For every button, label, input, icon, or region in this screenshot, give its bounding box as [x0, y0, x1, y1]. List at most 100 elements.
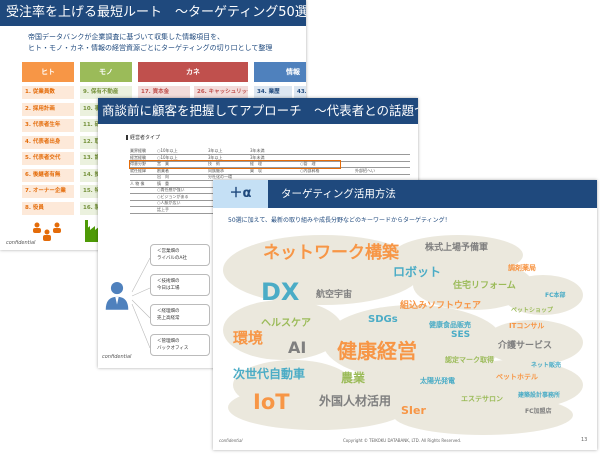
table-cell: ○責任感が強い: [157, 187, 185, 192]
copyright-text: Copyright © TEIKOKU DATABANK, LTD. All R…: [343, 438, 462, 443]
table-cell: 経営経験: [130, 154, 146, 160]
bubble-line: ＜技術畑の: [157, 279, 180, 284]
slide-targeting-usage[interactable]: ＋α ターゲティング活用方法 50選に加えて、最新の取り組みや成長分野などのキー…: [213, 180, 597, 450]
keyword-tag: 外国人材活用: [319, 394, 392, 408]
joho-item: 34. 業歴: [254, 86, 292, 99]
table-cell: 人 物 像: [130, 180, 145, 186]
kane-item: 26. キャッシュリッチ: [194, 86, 248, 99]
table-cell: 経 理: [250, 161, 262, 166]
table-cell: 同族継承: [208, 167, 224, 173]
keyword-tag: エステサロン: [461, 395, 503, 403]
keyword-tag: ITコンサル: [509, 322, 545, 330]
table-row: 得意分野 営 業 技 術 経 理 ○管 理: [130, 161, 410, 168]
table-cell: 創業者: [157, 167, 169, 173]
hito-item: 3. 代表者生年: [22, 119, 74, 132]
slide3-title: ターゲティング活用方法: [268, 180, 597, 208]
highlight-box: [129, 160, 341, 169]
bullet-marker: [126, 135, 128, 140]
subtitle-line: ヒト・モノ・カネ・情報の経営資源ごとにターゲティングの切り口として整理: [28, 44, 273, 52]
cloud-shape: [483, 320, 583, 365]
keyword-tag: SES: [451, 330, 471, 340]
table-cell: 業界経験: [130, 148, 146, 153]
bubble-line: 売上高経常: [157, 316, 180, 321]
table-row: 経営経験 ○10年以上 3年以上 3年未満: [130, 155, 410, 162]
page-number: 13: [581, 437, 588, 443]
hito-item: 6. 後継者有無: [22, 168, 74, 182]
speech-bubble: ＜管理畑のバックオフィス: [150, 334, 210, 356]
section-label-text: 経営者タイプ: [130, 135, 161, 141]
keyword-tag: AI: [288, 338, 307, 357]
hito-item: 1. 従業員数: [22, 86, 74, 99]
keyword-tag: 次世代自動車: [233, 367, 306, 381]
keyword-tag: 住宅リフォーム: [453, 281, 516, 291]
table-cell: 就任経緯: [130, 167, 146, 173]
keyword-tag: 健康経営: [337, 339, 417, 363]
table-cell: 分社化の一環: [208, 174, 232, 179]
table-cell: ○10年以上: [157, 148, 178, 153]
category-hito: ヒト: [22, 62, 74, 82]
cloud-shape: [228, 385, 408, 430]
speech-bubble: ＜営業畑のライバルのA社: [150, 244, 210, 266]
people-icon: [33, 222, 61, 241]
cloud-shape: [393, 395, 573, 435]
table-cell: 3年未満: [250, 154, 265, 160]
keyword-tag: IoT: [253, 390, 290, 414]
keyword-tag: 建築設計事務所: [518, 392, 561, 399]
bubble-line: ライバルのA社: [157, 256, 187, 261]
table-cell: 3年以上: [208, 148, 223, 153]
bubble-line: ＜経理畑の: [157, 309, 180, 314]
table-cell: 得意分野: [130, 161, 146, 166]
keyword-tag: 健康食品販売: [429, 321, 471, 329]
slide1-subtitle: 帝国データバンクが企業調査に基づいて収集した情報項目を、 ヒト・モノ・カネ・情報…: [28, 32, 306, 54]
keyword-tag: ペットホテル: [496, 373, 538, 381]
joho-item: 43. 株主: [294, 86, 306, 99]
table-cell: 買 収: [250, 167, 262, 173]
hito-item: 5. 代表者交代: [22, 152, 74, 165]
bubble-line: ＜管理畑の: [157, 339, 180, 344]
hito-item: 2. 採用計画: [22, 102, 74, 116]
keyword-tag: 介護サービス: [498, 341, 553, 351]
table-cell: 話上手: [157, 206, 169, 212]
cloud-shape: [503, 275, 583, 315]
mono-item: 9. 保有不動産: [80, 86, 132, 99]
kane-item: 17. 資本金: [138, 86, 190, 99]
speech-bubble: ＜経理畑の売上高経常: [150, 304, 210, 326]
category-mono: モノ: [80, 62, 132, 82]
bubble-line: 今日は工場: [157, 286, 180, 291]
table-cell: 営 業: [157, 161, 169, 166]
hito-item: 8. 役員: [22, 201, 74, 215]
table-cell: 3年以上: [208, 154, 223, 160]
factory-icon: [85, 220, 100, 242]
bubble-line: バックオフィス: [157, 346, 189, 351]
keyword-tag: 航空宇宙: [316, 290, 353, 300]
bubble-connectors: [131, 257, 151, 349]
speech-bubble: ＜技術畑の今日は工場: [150, 274, 210, 296]
table-cell: 外部招へい: [355, 167, 375, 173]
businessman-icon: [105, 282, 129, 310]
table-cell: ○ビジョンがある: [157, 193, 189, 199]
keyword-tag: 農業: [341, 371, 366, 385]
keyword-tag: 株式上場予備軍: [425, 243, 489, 253]
table-cell: 出 向: [157, 174, 169, 179]
keyword-tag: ヘルスケア: [261, 318, 311, 329]
table-cell: ○管 理: [300, 161, 316, 166]
keyword-tag: DX: [261, 278, 300, 306]
keyword-tag: 調剤薬局: [508, 264, 536, 272]
table-cell: ○10年以上: [157, 154, 178, 160]
table-cell: ○人脈が広い: [157, 200, 181, 205]
keyword-tag: ロボット: [393, 265, 442, 279]
table-cell: 技 術: [208, 161, 220, 166]
hito-item: 4. 代表者出身: [22, 135, 74, 149]
keyword-tag: FC本部: [545, 292, 566, 299]
keyword-tag: ネット販売: [531, 362, 562, 369]
hito-item: 7. オーナー企業: [22, 185, 74, 198]
confidential-label: confidential: [6, 240, 36, 246]
keyword-tag: ペットショップ: [511, 307, 554, 314]
keyword-tag: 組込みソフトウェア: [400, 301, 482, 311]
bubble-line: ＜営業畑の: [157, 249, 180, 254]
category-joho: 情報: [254, 62, 306, 82]
cloud-shape: [223, 235, 423, 305]
confidential-label: confidential: [219, 438, 243, 443]
category-kane: カネ: [138, 62, 248, 82]
